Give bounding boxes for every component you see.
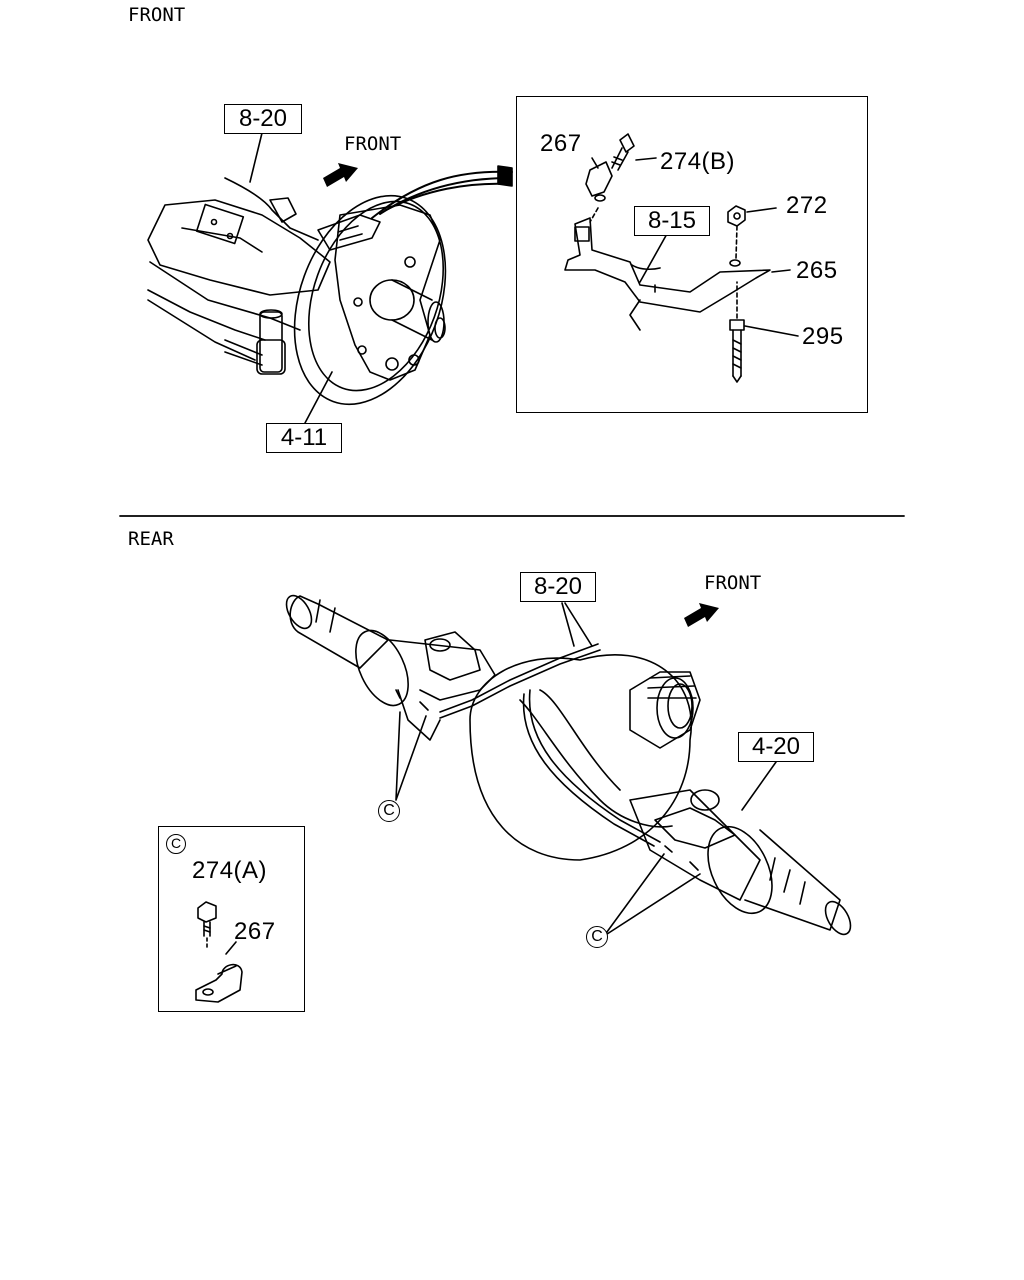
- rear-harness-ref[interactable]: 8-20: [520, 572, 596, 602]
- part-295-label[interactable]: 295: [802, 323, 844, 350]
- inset-bracket-ref[interactable]: 8-15: [634, 206, 710, 236]
- front-inset-box: [516, 96, 868, 413]
- front-frame-outline: [147, 199, 331, 296]
- rear-diff-housing: [469, 654, 693, 861]
- rear-direction-arrow: [684, 603, 719, 627]
- front-direction-arrow: [323, 163, 358, 187]
- rear-harness: [439, 643, 599, 713]
- rear-direction-label: FRONT: [704, 572, 762, 594]
- front-section-title: FRONT: [128, 4, 186, 26]
- callout-c-left[interactable]: C: [378, 800, 400, 822]
- rear-right-axle-tube: [629, 789, 761, 901]
- detail-clip: [195, 963, 243, 1003]
- part-274a-label[interactable]: 274(A): [192, 857, 268, 884]
- part-272-label[interactable]: 272: [786, 192, 828, 219]
- front-inset-leader: [371, 170, 513, 219]
- part-265-label[interactable]: 265: [796, 257, 838, 284]
- part-267-detail-label[interactable]: 267: [234, 918, 276, 945]
- detail-c-letter: C: [166, 834, 186, 854]
- front-frame-lower: [149, 261, 301, 331]
- inset-bracket: [564, 217, 771, 313]
- part-267-label[interactable]: 267: [540, 130, 582, 157]
- front-harness-ref[interactable]: 8-20: [224, 104, 302, 134]
- rear-left-axle-tube: [289, 595, 389, 669]
- front-harness-wire: [224, 177, 319, 241]
- front-direction-label: FRONT: [344, 133, 402, 155]
- callout-c-right[interactable]: C: [586, 926, 608, 948]
- part-274b-label[interactable]: 274(B): [660, 148, 736, 175]
- rear-axle-ref[interactable]: 4-20: [738, 732, 814, 762]
- front-hub-ref[interactable]: 4-11: [266, 423, 342, 453]
- front-knuckle: [334, 204, 441, 381]
- front-tie-rod: [224, 339, 263, 366]
- front-frame-rail: [147, 289, 266, 341]
- rear-section-title: REAR: [128, 528, 174, 550]
- detail-c-box: [158, 826, 305, 1012]
